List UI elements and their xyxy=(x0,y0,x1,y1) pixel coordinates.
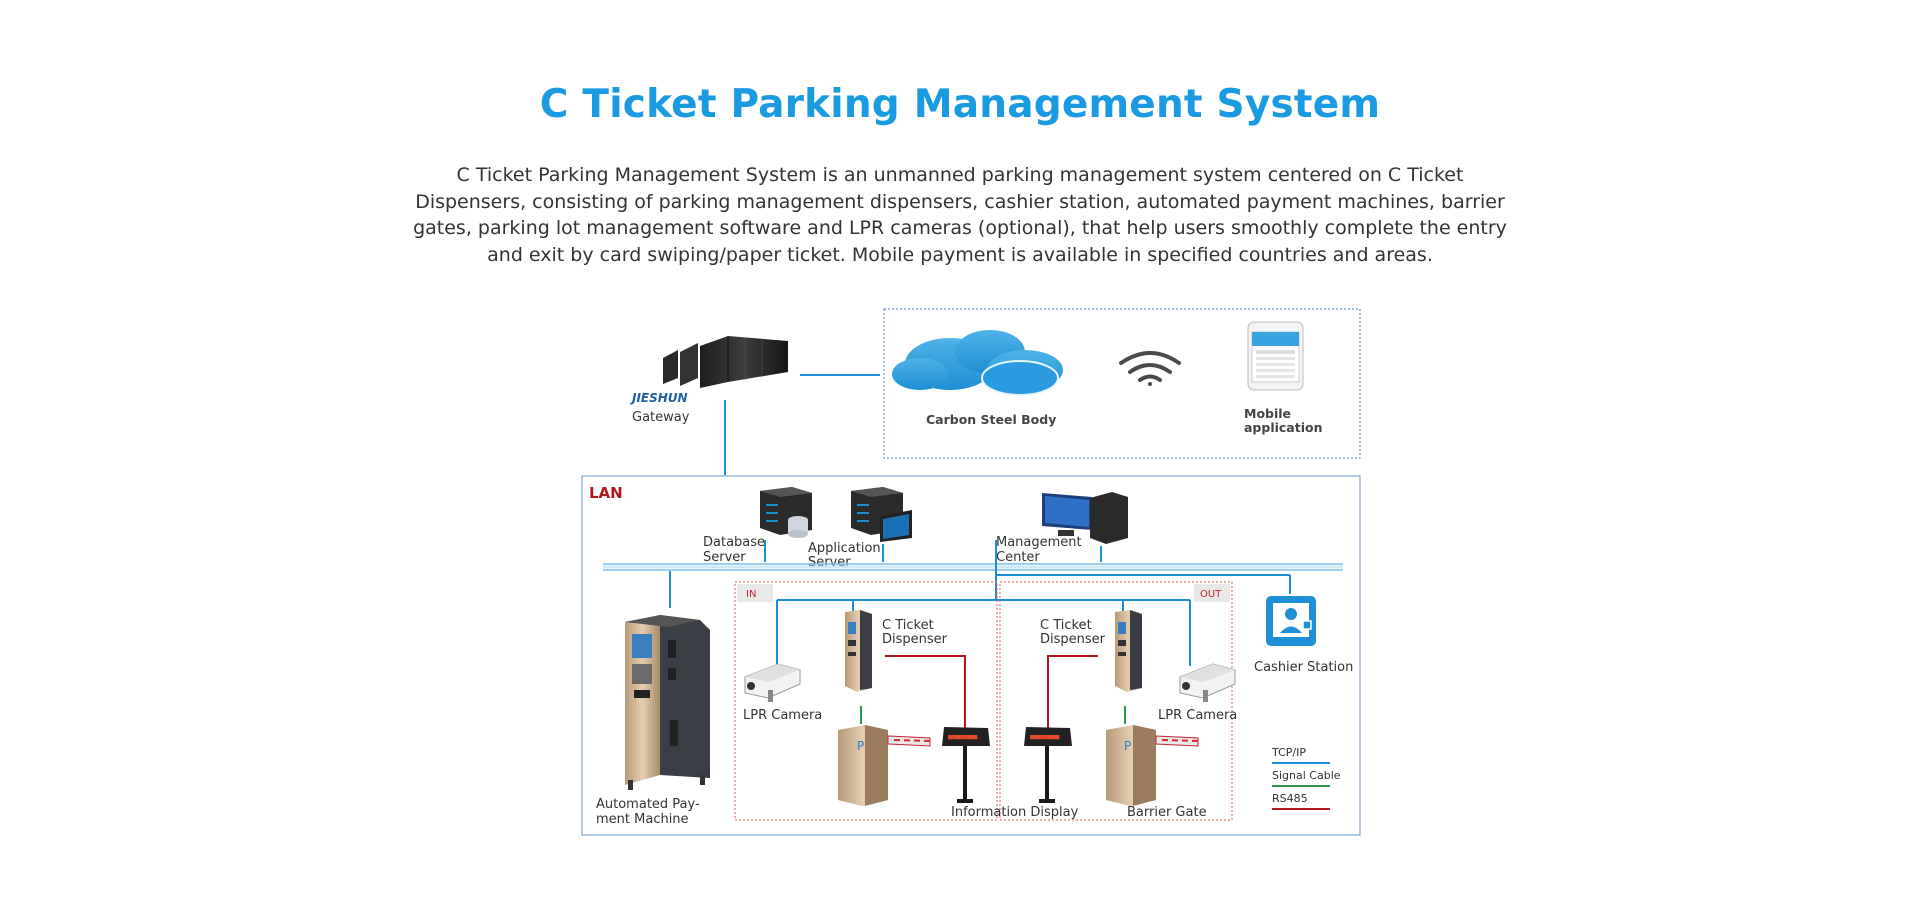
information-display-in-icon: ■■■■■■■ xyxy=(942,727,990,803)
cashier-station-label: Cashier Station xyxy=(1254,660,1353,675)
lpr-camera-out-label: LPR Camera xyxy=(1158,708,1237,723)
ticket-dispenser-out-label-line2: Dispenser xyxy=(1040,632,1106,647)
mobile-phone-icon xyxy=(1247,321,1304,391)
legend-signal-label: Signal Cable xyxy=(1272,769,1341,782)
lpr-camera-in-label: LPR Camera xyxy=(743,708,822,723)
ticket-dispenser-in-label-line1: C Ticket xyxy=(882,618,934,633)
cloud-region-frame xyxy=(883,308,1361,459)
lpr-camera-in-icon xyxy=(744,663,801,702)
wifi-icon xyxy=(1119,351,1181,386)
mobile-label-line2: application xyxy=(1244,420,1323,435)
management-center-label-line2: Center xyxy=(996,550,1040,565)
zone-out-label: OUT xyxy=(1200,589,1222,600)
rs485-line-out xyxy=(1047,655,1098,729)
lan-bus xyxy=(603,563,1343,571)
svg-text:P: P xyxy=(1124,739,1131,753)
application-server-label-line1: Application xyxy=(808,541,881,556)
database-server-label-line1: Database xyxy=(703,535,765,550)
payment-machine-icon xyxy=(625,615,710,790)
information-display-out-icon: ■■■■■■■ xyxy=(1024,727,1072,803)
gateway-label: Gateway xyxy=(632,410,690,425)
management-center-label-line1: Management xyxy=(996,535,1082,550)
ticket-dispenser-in-icon xyxy=(845,610,872,692)
ticket-dispenser-in-label-line2: Dispenser xyxy=(882,632,948,647)
rs485-line-in xyxy=(885,655,966,729)
mobile-label-line1: Mobile xyxy=(1244,406,1291,421)
intro-paragraph: C Ticket Parking Management System is an… xyxy=(413,164,1507,266)
legend: TCP/IP Signal Cable RS485 xyxy=(1271,746,1341,810)
database-server-icon xyxy=(760,487,812,538)
page-title: C Ticket Parking Management System xyxy=(539,82,1381,127)
zone-out-frame xyxy=(999,581,1233,821)
zone-in-frame xyxy=(734,581,998,821)
cloud-label: Carbon Steel Body xyxy=(926,412,1056,427)
svg-text:P: P xyxy=(857,739,864,753)
application-server-icon xyxy=(851,487,912,542)
barrier-gate-label: Barrier Gate xyxy=(1127,805,1207,820)
barrier-gate-in-icon: P xyxy=(838,725,931,806)
legend-tcpip-label: TCP/IP xyxy=(1271,746,1306,759)
gateway-icon xyxy=(663,336,788,388)
gateway-brand: JIESHUN xyxy=(630,391,688,405)
lan-frame xyxy=(581,475,1361,836)
cashier-station-icon xyxy=(1266,596,1316,646)
svg-text:■■■■■■■: ■■■■■■■ xyxy=(948,733,978,741)
ticket-dispenser-out-icon xyxy=(1115,610,1142,692)
management-center-icon xyxy=(1042,492,1128,544)
lan-label: LAN xyxy=(589,484,623,502)
ticket-dispenser-out-label-line1: C Ticket xyxy=(1040,618,1092,633)
barrier-gate-out-icon: P xyxy=(1106,725,1199,806)
information-display-label: Information Display xyxy=(951,805,1079,820)
lpr-camera-out-icon xyxy=(1179,663,1236,702)
database-server-label-line2: Server xyxy=(703,550,746,565)
svg-text:■■■■■■■: ■■■■■■■ xyxy=(1030,733,1060,741)
zone-in-label: IN xyxy=(746,589,756,600)
payment-machine-label-line1: Automated Pay- xyxy=(596,797,700,812)
legend-rs485-label: RS485 xyxy=(1272,792,1308,805)
cloud-icon xyxy=(892,330,1063,396)
payment-machine-label-line2: ment Machine xyxy=(596,812,689,827)
